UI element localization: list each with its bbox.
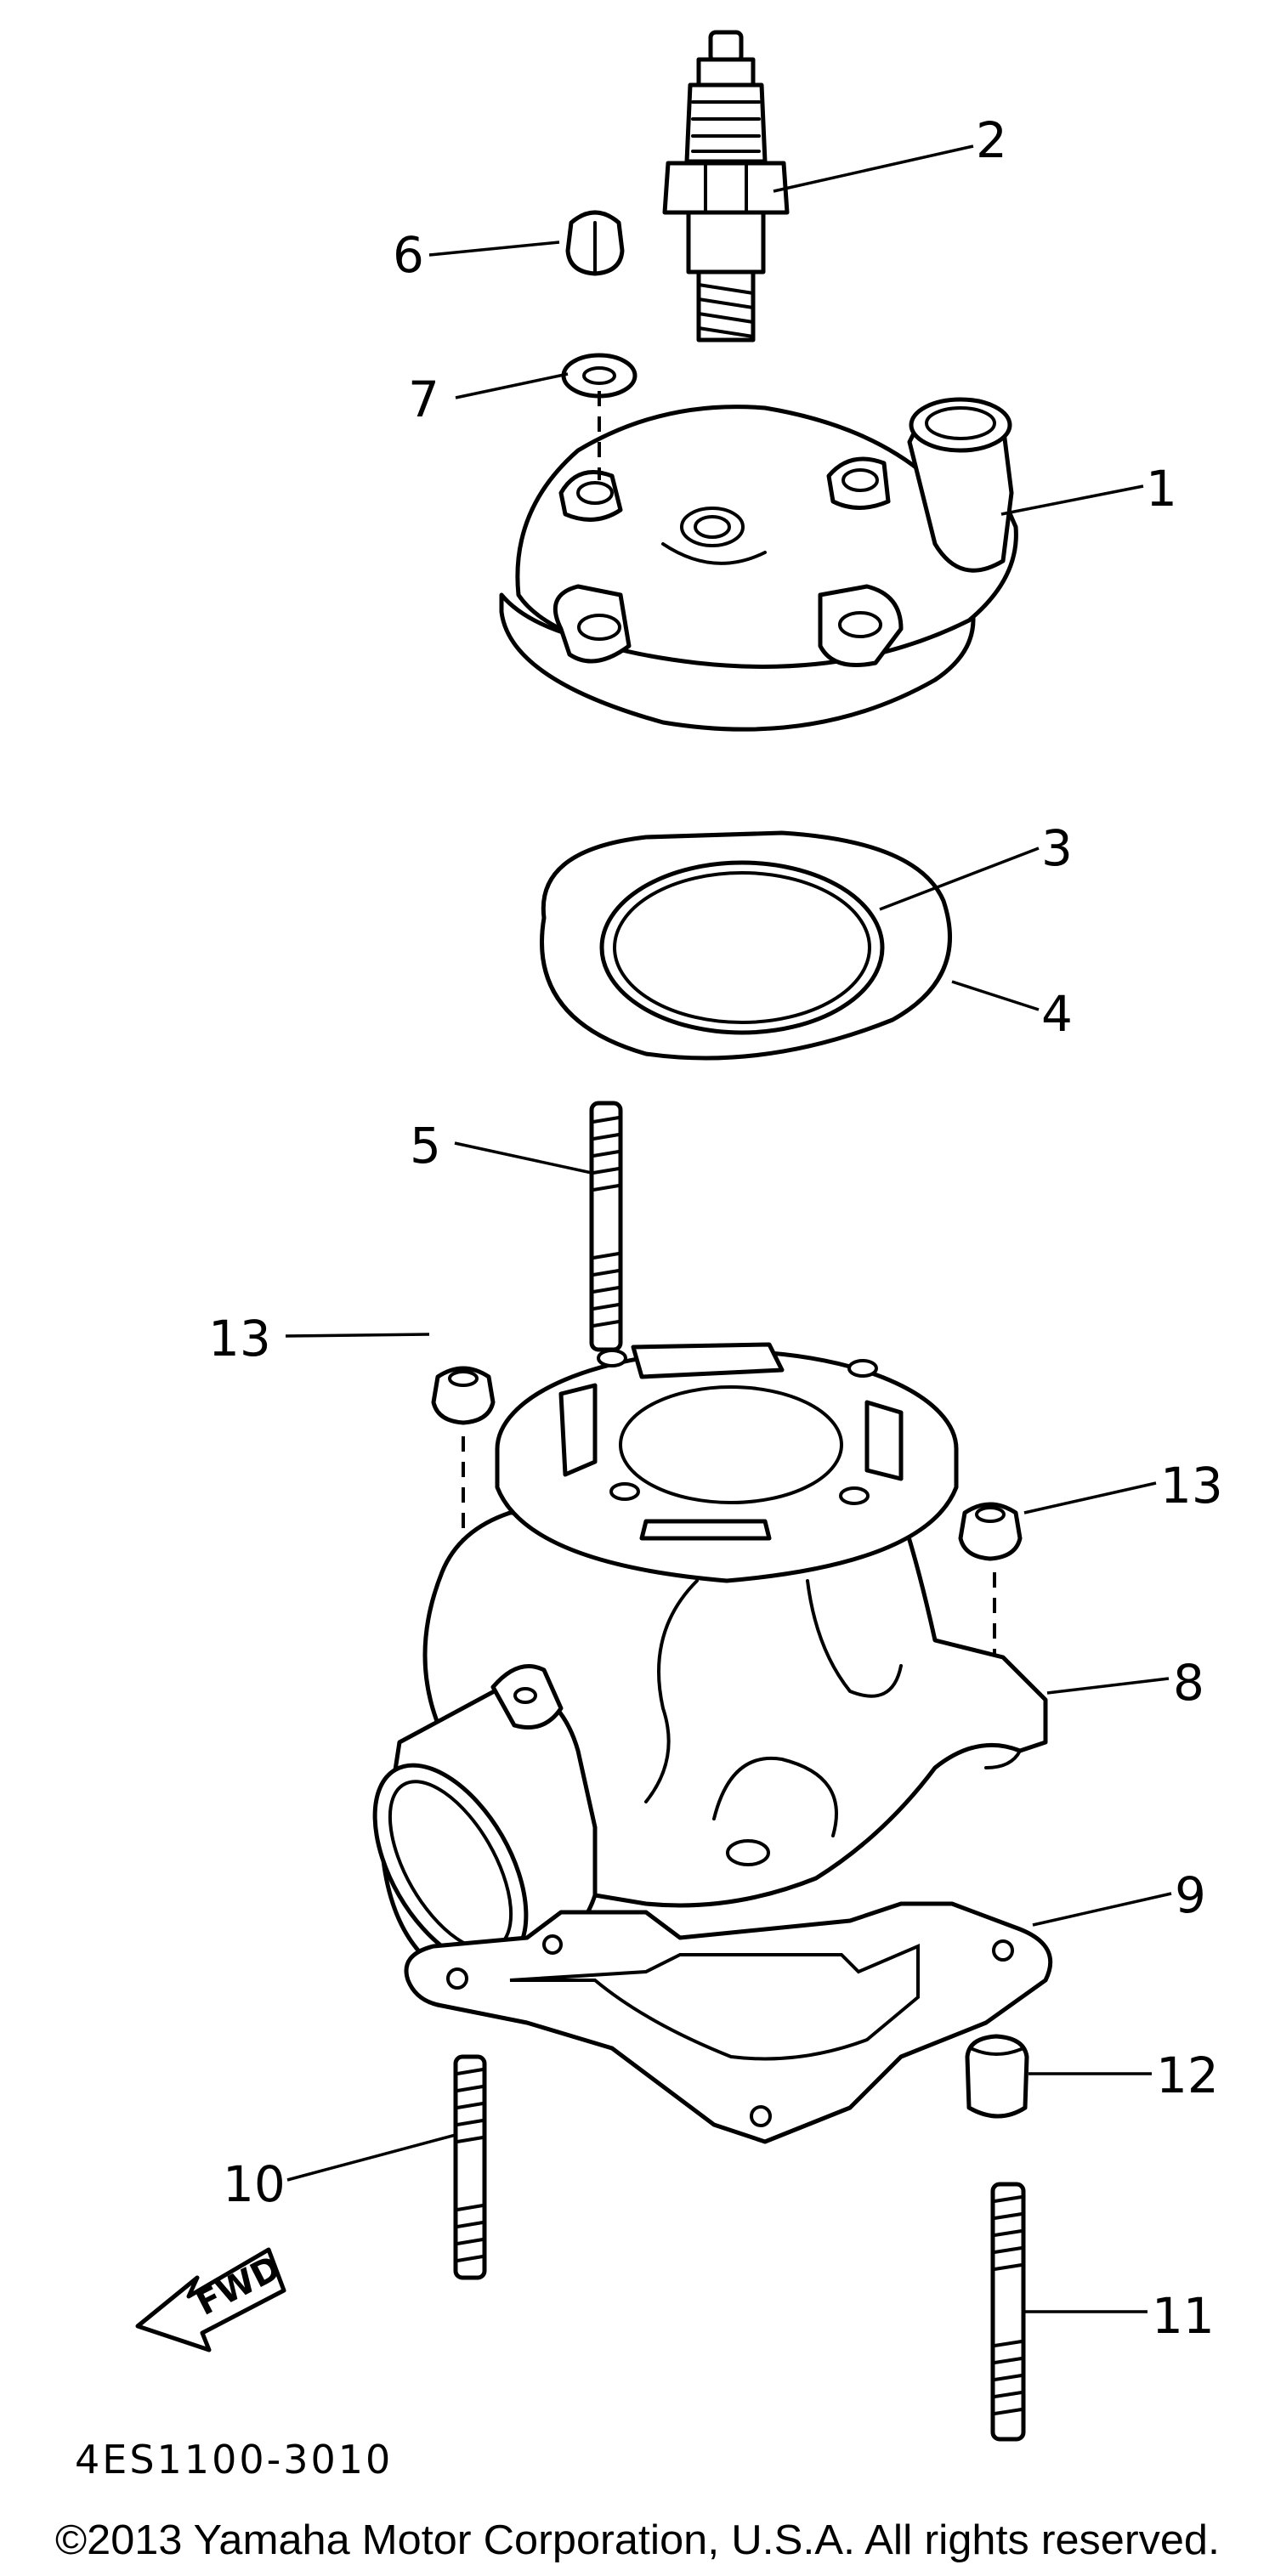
callout-10: 10 (223, 2155, 286, 2213)
callout-5: 5 (410, 1117, 441, 1175)
fwd-arrow: FWD (135, 2247, 287, 2352)
head-gasket (540, 830, 952, 1061)
callout-13-right: 13 (1160, 1457, 1223, 1514)
callout-3: 3 (1041, 819, 1073, 877)
callout-11: 11 (1152, 2287, 1215, 2345)
base-gasket (404, 1901, 1053, 2144)
callout-13-left: 13 (208, 1310, 271, 1367)
part-code: 4ES1100-3010 (75, 2437, 393, 2483)
flange-nut-left (431, 1366, 496, 1547)
callout-4: 4 (1041, 985, 1073, 1043)
callout-2: 2 (976, 111, 1007, 169)
stud-right (990, 2182, 1026, 2442)
washer (561, 353, 638, 399)
cylinder (372, 1342, 1048, 1974)
cylinder-head (499, 391, 1018, 732)
leader-lines (285, 144, 1172, 2313)
callout-1: 1 (1146, 460, 1177, 518)
copyright-notice: ©2013 Yamaha Motor Corporation, U.S.A. A… (55, 2517, 1220, 2563)
acorn-nut (565, 210, 625, 276)
callout-7: 7 (408, 371, 439, 428)
callout-6: 6 (393, 226, 424, 284)
callout-9: 9 (1175, 1866, 1206, 1924)
callout-12: 12 (1156, 2047, 1219, 2104)
stud-left (453, 2054, 487, 2280)
flange-nut-right (958, 1502, 1023, 1691)
dowel-pin (965, 2034, 1029, 2119)
callout-8: 8 (1173, 1654, 1204, 1712)
spark-plug (662, 30, 790, 343)
